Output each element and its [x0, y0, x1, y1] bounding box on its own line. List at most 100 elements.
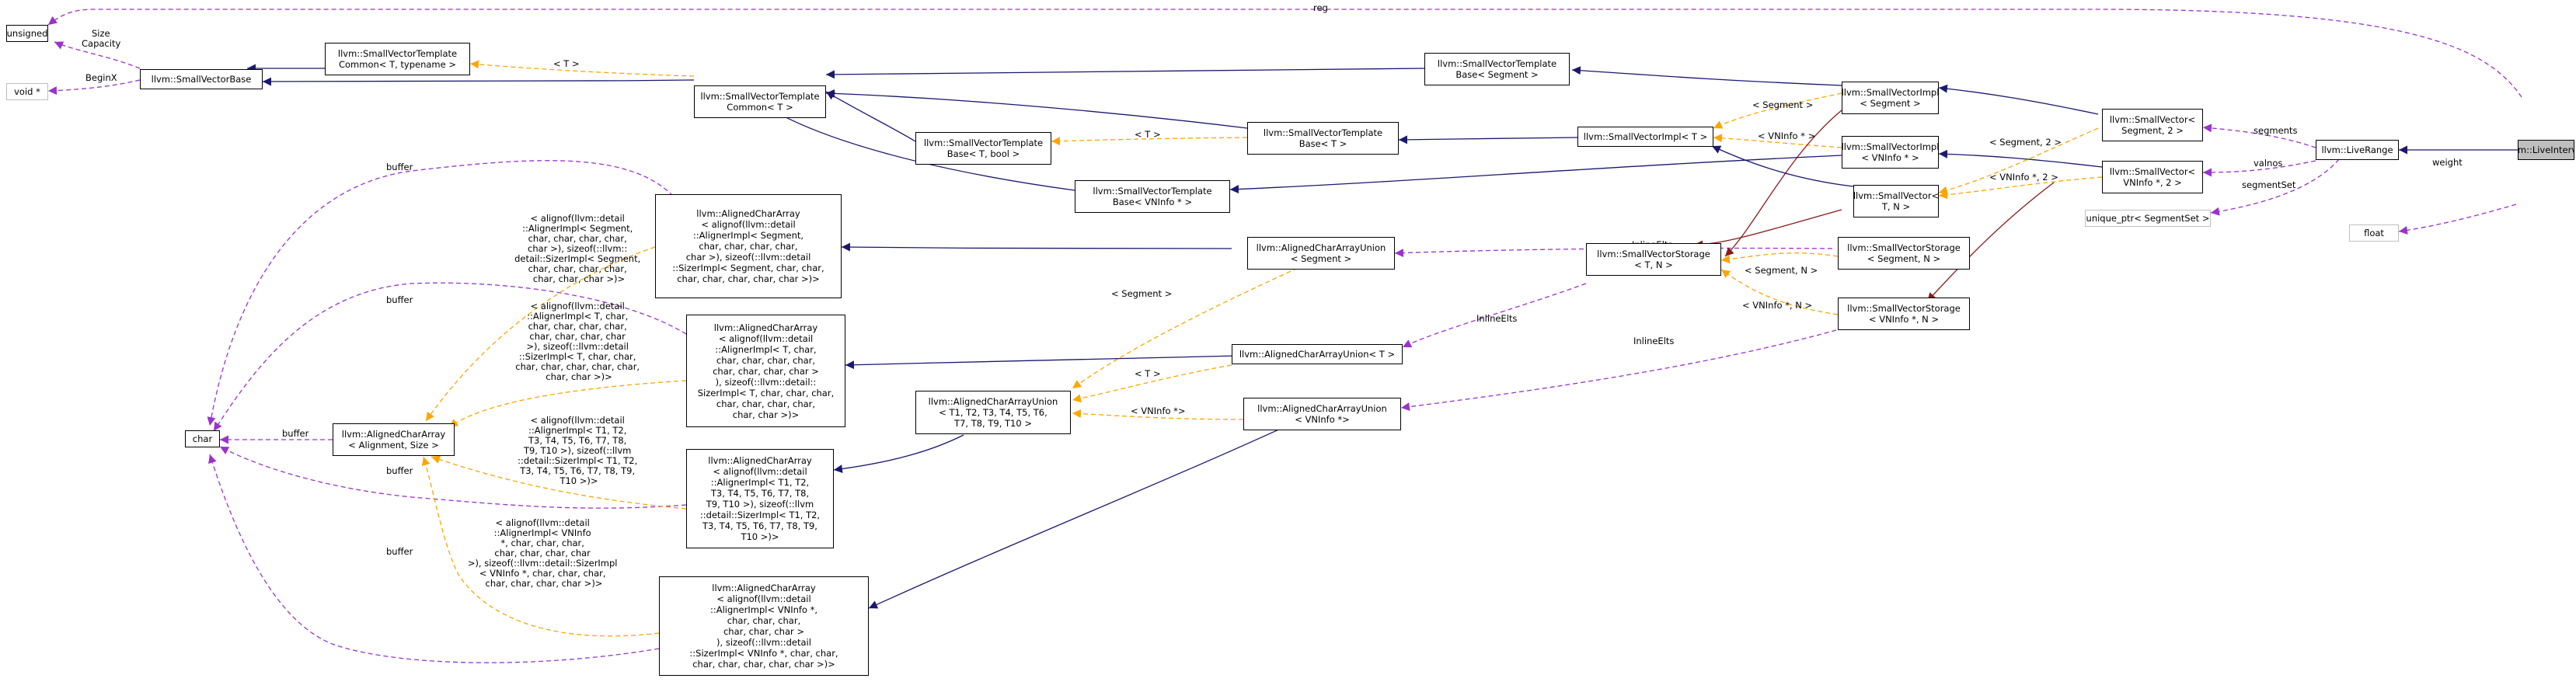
node-label: llvm::SmallVectorImpl< T >	[1583, 131, 1708, 142]
node-label: < T, N >	[1634, 259, 1673, 270]
node-label: ::detail::SizerImpl< T1, T2,	[699, 510, 821, 520]
node-void-ptr[interactable]: void *	[6, 83, 48, 100]
edge-label-inline-elts-3: InlineElts	[1633, 336, 1674, 346]
edge-segments	[2202, 124, 2316, 148]
node-svt-base-t[interactable]: llvm::SmallVectorTemplate Base< T >	[1247, 122, 1399, 155]
node-sv-impl-vninfo[interactable]: llvm::SmallVectorImpl < VNInfo * >	[1842, 136, 1939, 169]
node-label: llvm::SmallVectorStorage	[1597, 249, 1710, 259]
edge-tpl-acau-t	[1072, 364, 1232, 403]
node-acau-t1-t10[interactable]: llvm::AlignedCharArrayUnion < T1, T2, T3…	[915, 391, 1071, 434]
node-svt-common-t-typename[interactable]: llvm::SmallVectorTemplate Common< T, typ…	[325, 43, 470, 75]
node-aca-segment[interactable]: llvm::AlignedCharArray < alignof(llvm::d…	[655, 194, 842, 298]
node-label: ), sizeof(::llvm::detail::	[715, 376, 817, 388]
node-label: llvm::SmallVectorTemplate	[923, 137, 1044, 148]
edge-tpl-aca-t	[448, 380, 687, 428]
edge-size-capacity	[54, 41, 141, 69]
edge-tpl-common	[469, 60, 695, 77]
node-label: < VNInfo * >	[1861, 152, 1919, 163]
edge-sto-vninfo	[1926, 182, 2055, 302]
node-label: SizerImpl< T, char, char, char,	[697, 387, 835, 398]
node-label: char, char, char, char, char >)>	[677, 273, 820, 284]
node-label: llvm::AlignedCharArrayUnion	[1257, 403, 1387, 414]
edge-label-segment-1: < Segment >	[1752, 99, 1813, 110]
node-float[interactable]: float	[2349, 224, 2399, 242]
edge-label-t-1: < T >	[553, 58, 580, 69]
node-label: ::AlignerImpl< T, char,	[715, 343, 817, 355]
edge-inh-aca-t1-t10	[833, 434, 964, 474]
node-live-range[interactable]: llvm::LiveRange	[2316, 140, 2399, 160]
node-label: llvm::AlignedCharArrayUnion	[928, 396, 1058, 407]
node-label: unique_ptr< SegmentSet >	[2086, 213, 2210, 224]
node-label: Segment, 2 >	[2121, 125, 2184, 136]
node-label: llvm::SmallVectorTemplate	[1093, 186, 1212, 197]
node-svs-segment-n[interactable]: llvm::SmallVectorStorage < Segment, N >	[1838, 237, 1970, 270]
node-label: char, char, char, char,	[716, 398, 816, 409]
node-label: T3, T4, T5, T6, T7, T8,	[710, 488, 810, 499]
edge-label-reg: reg	[1313, 2, 1328, 13]
node-svt-common-t[interactable]: llvm::SmallVectorTemplate Common< T >	[694, 85, 826, 118]
edge-inh-base-t-bool	[825, 91, 916, 142]
node-sv-impl-segment[interactable]: llvm::SmallVectorImpl < Segment >	[1842, 82, 1939, 114]
node-acau-segment[interactable]: llvm::AlignedCharArrayUnion < Segment >	[1247, 237, 1395, 270]
edge-label-beginx: BeginX	[85, 72, 117, 83]
edge-tpl-impl-segment	[1713, 92, 1842, 129]
node-aca-t[interactable]: llvm::AlignedCharArray < alignof(llvm::d…	[686, 315, 845, 427]
node-aca-t1-t10[interactable]: llvm::AlignedCharArray < alignof(llvm::d…	[686, 449, 834, 548]
edge-label-vninfo-n: < VNInfo *, N >	[1742, 300, 1812, 311]
edge-label-segment-n: < Segment, N >	[1745, 265, 1818, 276]
node-char[interactable]: char	[185, 430, 220, 447]
node-label: llvm::LiveRange	[2321, 144, 2393, 155]
edge-tpl-aca-segment	[425, 246, 656, 422]
edge-inh-aca-segment	[841, 242, 1232, 252]
edge-weight	[2398, 204, 2517, 235]
node-label: llvm::SmallVectorStorage	[1847, 303, 1961, 314]
node-unsigned[interactable]: unsigned	[6, 25, 48, 42]
node-label: llvm::SmallVectorBase	[151, 74, 252, 85]
node-svt-base-t-bool[interactable]: llvm::SmallVectorTemplate Base< T, bool …	[915, 132, 1051, 165]
node-live-interval[interactable]: llvm::LiveInterval	[2518, 140, 2574, 160]
node-aca-vninfo[interactable]: llvm::AlignedCharArray < alignof(llvm::d…	[659, 576, 869, 676]
node-label: < alignof(llvm::detail	[716, 593, 811, 604]
node-small-vector-vninfo-2[interactable]: llvm::SmallVector< VNInfo *, 2 >	[2102, 161, 2203, 193]
node-label: < T1, T2, T3, T4, T5, T6,	[939, 407, 1047, 418]
edge-label-vninfo: < VNInfo * >	[1758, 130, 1815, 141]
edge-tpl-svs-segment	[1720, 252, 1839, 264]
node-label: ), sizeof(::llvm::detail	[716, 637, 811, 648]
node-aca-alignment-size[interactable]: llvm::AlignedCharArray < Alignment, Size…	[333, 423, 455, 456]
template-label-aca-t: < alignof(llvm::detail ::AlignerImpl< T,…	[515, 301, 643, 382]
node-svt-base-vninfo[interactable]: llvm::SmallVectorTemplate Base< VNInfo *…	[1075, 180, 1230, 213]
edge-tpl-acau-vninfo	[1072, 409, 1244, 420]
node-acau-vninfo[interactable]: llvm::AlignedCharArrayUnion < VNInfo *>	[1243, 398, 1401, 430]
node-label: T10 >)>	[741, 531, 779, 542]
edge-label-buffer-4: buffer	[386, 465, 413, 476]
node-svt-base-segment[interactable]: llvm::SmallVectorTemplate Base< Segment …	[1424, 53, 1570, 85]
node-label: VNInfo *, 2 >	[2123, 177, 2182, 188]
node-label: < alignof(llvm::detail	[713, 466, 807, 477]
node-label: unsigned	[6, 28, 48, 39]
edge-buffer-1	[207, 160, 679, 426]
node-small-vector-t-n[interactable]: llvm::SmallVector< T, N >	[1853, 185, 1939, 217]
node-unique-ptr-segmentset[interactable]: unique_ptr< SegmentSet >	[2085, 210, 2211, 227]
edge-segmentset	[2210, 158, 2340, 216]
edge-label-weight: weight	[2432, 157, 2463, 168]
node-svs-vninfo-n[interactable]: llvm::SmallVectorStorage < VNInfo *, N >	[1838, 298, 1970, 330]
node-label: char >), sizeof(::llvm::detail	[685, 252, 811, 263]
template-label-aca-vninfo: < alignof(llvm::detail ::AlignerImpl< VN…	[468, 517, 620, 589]
node-acau-t[interactable]: llvm::AlignedCharArrayUnion< T >	[1232, 344, 1403, 364]
node-small-vector-base[interactable]: llvm::SmallVectorBase	[140, 69, 263, 89]
edge-inh-base-segment	[825, 68, 1425, 79]
node-sv-impl-t[interactable]: llvm::SmallVectorImpl< T >	[1577, 127, 1713, 147]
edge-inh-impl-t	[1398, 135, 1578, 144]
edge-label-segment-2-param: < Segment, 2 >	[1989, 137, 2062, 148]
edge-inline-elts-vninfo	[1400, 329, 1837, 412]
node-label: < Segment >	[1860, 98, 1921, 109]
node-label: llvm::LiveInterval	[2518, 144, 2574, 155]
node-svs-t-n[interactable]: llvm::SmallVectorStorage < T, N >	[1586, 243, 1721, 276]
node-label: < Segment >	[1290, 253, 1352, 264]
edge-tpl-sv-vninfo	[1938, 176, 2103, 200]
node-small-vector-segment-2[interactable]: llvm::SmallVector< Segment, 2 >	[2102, 109, 2203, 141]
template-label-aca-segment: < alignof(llvm::detail ::AlignerImpl< Se…	[514, 213, 643, 284]
edge-label-segment-2: < Segment >	[1111, 288, 1172, 299]
